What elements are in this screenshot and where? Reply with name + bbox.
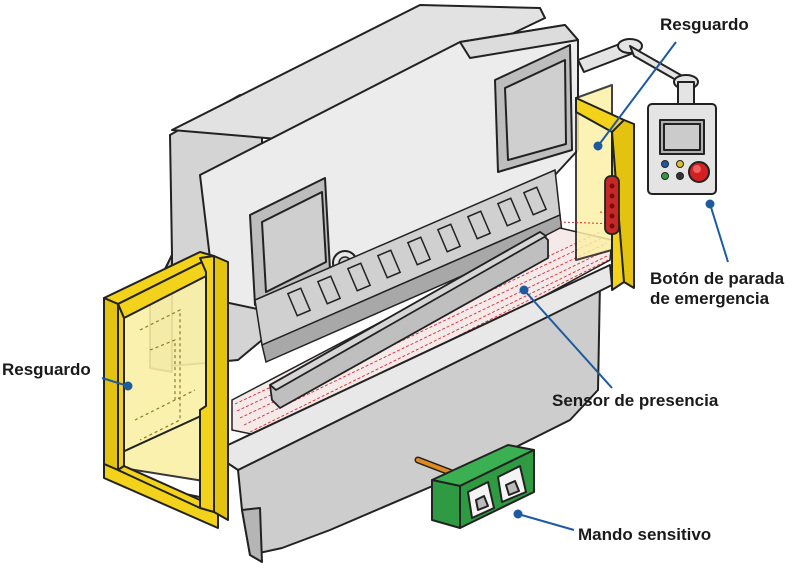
lower-die xyxy=(269,231,549,409)
pointer-lines xyxy=(101,41,729,531)
emergency-stop-icon xyxy=(688,161,710,183)
control-panel-arm xyxy=(577,38,699,107)
machine-lower-frame xyxy=(237,281,601,563)
laser-presence-field xyxy=(231,227,613,441)
upper-tool-clamps xyxy=(254,168,563,364)
left-guard-inner-structure xyxy=(134,309,196,441)
housing-window-right xyxy=(494,44,573,173)
housing-window-left xyxy=(249,177,331,306)
pointer-emergency xyxy=(709,203,729,263)
label-guard-top: Resguardo xyxy=(660,15,749,34)
pointer-sensor xyxy=(523,289,613,389)
pointer-guard-top xyxy=(597,41,677,147)
label-emergency-line2: de emergencia xyxy=(650,289,770,308)
light-curtain-emitter xyxy=(604,175,620,235)
label-two-hand-control: Mando sensitivo xyxy=(578,525,711,544)
pointer-guard-left xyxy=(101,377,129,387)
label-emergency-line1: Botón de parada xyxy=(650,269,785,288)
label-guard-left: Resguardo xyxy=(2,360,91,379)
left-safety-guard xyxy=(103,251,229,529)
right-safety-guard xyxy=(559,84,635,291)
label-presence-sensor: Sensor de presencia xyxy=(552,391,719,410)
pointer-control xyxy=(517,513,575,531)
two-hand-control-box xyxy=(431,444,535,529)
